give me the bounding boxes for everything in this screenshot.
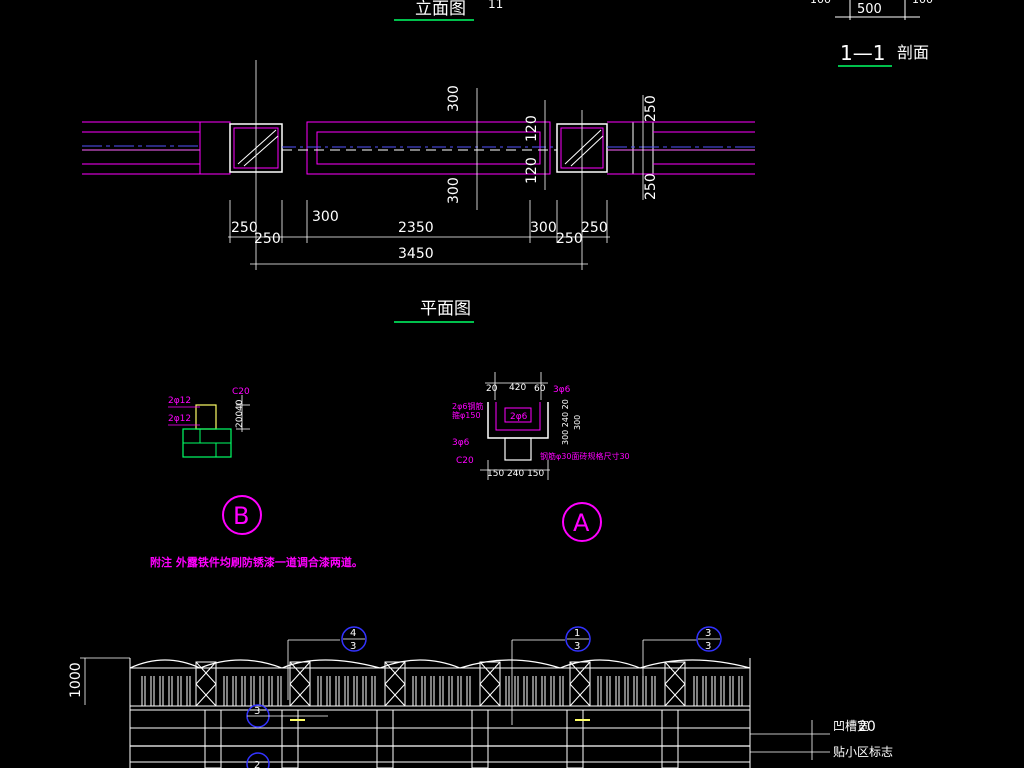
callout-3-top: 3 — [705, 628, 711, 639]
detail-b: 2φ12 2φ12 C20 200 40 B — [168, 387, 262, 535]
detail-b-h1: 200 — [235, 411, 245, 428]
elevation-mark: 11 — [488, 0, 503, 11]
dim-h-300-a: 300 — [312, 209, 339, 225]
fence-box — [471, 709, 489, 768]
detail-a-r2: 2φ6钢筋 — [452, 401, 483, 411]
section-dim-500: 500 — [857, 2, 882, 17]
callout-3-bottom: 3 — [705, 641, 711, 652]
callout-4-3 — [341, 626, 367, 652]
detail-b-rebar1: 2φ12 — [168, 396, 191, 406]
fence-box — [479, 661, 501, 707]
fence-box — [664, 661, 686, 707]
dim-h-250-d: 250 — [581, 220, 608, 236]
section-title-num: 1—1 — [840, 41, 885, 65]
plan-wall — [82, 60, 755, 270]
fence-right-labels: 凹槽宽 20 贴小区标志 — [750, 718, 893, 760]
fence-box — [289, 661, 311, 707]
callout-left-2-text: 2 — [254, 760, 260, 768]
fence-box — [384, 661, 406, 707]
label-groove-value: 20 — [858, 719, 876, 735]
detail-a-top-dim-3: 60 — [534, 384, 546, 394]
plan-title: 平面图 — [420, 299, 471, 319]
section-1-1-top: 500 100 100 1—1 剖面 — [810, 0, 933, 67]
detail-a-concrete: C20 — [456, 456, 474, 466]
fence-box — [661, 709, 679, 768]
detail-a-label: A — [573, 509, 590, 537]
fence-left-callouts: 3 2 — [246, 704, 328, 768]
detail-a-r5: 3φ6 — [452, 438, 470, 448]
detail-a: 20 420 60 2φ6 3φ6 2φ6钢筋 箍φ150 3φ6 C20 30… — [452, 372, 630, 542]
detail-a-top-dim-1: 20 — [486, 384, 498, 394]
detail-b-concrete: C20 — [232, 387, 250, 397]
detail-b-circle — [222, 495, 262, 535]
detail-a-top-dim-2: 420 — [509, 383, 526, 393]
fence-line — [479, 661, 501, 685]
detail-b-h2: 40 — [235, 399, 245, 411]
fence-box — [376, 709, 394, 768]
dim-h-250-b: 250 — [254, 231, 281, 247]
callout-2-bottom: 3 — [574, 641, 580, 652]
fence-line — [195, 683, 217, 707]
fence-line — [479, 683, 501, 707]
detail-a-r4: 2φ6 — [510, 412, 528, 422]
dim-v-120-top: 120 — [524, 115, 540, 142]
fence-balusters — [141, 661, 743, 768]
fence-box — [195, 661, 217, 707]
detail-a-r1: 3φ6 — [553, 385, 571, 395]
fence-box — [281, 709, 299, 768]
detail-a-r3: 箍φ150 — [452, 410, 481, 420]
section-title-word: 剖面 — [897, 43, 929, 62]
dim-h-total: 3450 — [398, 246, 434, 262]
fence-height-dim: 1000 — [68, 662, 84, 698]
detail-a-note: 钢筋φ30面砖规格尺寸30 — [540, 451, 630, 461]
fence-line — [664, 661, 686, 685]
callout-3-3 — [696, 626, 722, 652]
detail-a-circle — [562, 502, 602, 542]
dim-v-300-bottom: 300 — [446, 177, 462, 204]
callout-1-bottom: 3 — [350, 641, 356, 652]
callout-2-top: 1 — [574, 628, 580, 639]
dim-v-120-bottom: 120 — [524, 157, 540, 184]
section-dim-right: 100 — [912, 0, 933, 6]
fence-elevation: 1000 4 3 1 3 3 3 — [68, 626, 751, 768]
fence-line — [289, 661, 311, 685]
detail-a-bottom-dims: 150 240 150 — [487, 469, 545, 479]
plan-vertical-dims: 300 120 250 300 120 250 — [446, 85, 659, 210]
callout-left-3-text: 3 — [254, 706, 260, 717]
fence-line — [384, 683, 406, 707]
callout-1-3 — [565, 626, 591, 652]
fence-line — [664, 683, 686, 707]
elevation-title: 立面图 — [415, 0, 466, 19]
fence-box — [566, 709, 584, 768]
fence-line — [569, 683, 591, 707]
fence-line — [195, 661, 217, 685]
fence-line — [289, 683, 311, 707]
fence-line — [569, 661, 591, 685]
note-text: 附注 外露铁件均刷防锈漆一道调合漆两道。 — [150, 555, 363, 569]
detail-a-side-dim2: 300 — [573, 415, 582, 430]
dim-v-250-top: 250 — [643, 95, 659, 122]
label-sign: 贴小区标志 — [833, 745, 893, 759]
dim-v-300-top: 300 — [446, 85, 462, 112]
dim-h-250-a: 250 — [231, 220, 258, 236]
fence-line — [384, 661, 406, 685]
dim-h-2350: 2350 — [398, 220, 434, 236]
detail-b-label: B — [233, 502, 249, 530]
detail-a-side-dims: 300 240 20 — [561, 399, 570, 445]
label-groove: 凹槽宽 — [833, 718, 869, 733]
fence-box — [569, 661, 591, 707]
dim-v-250-bottom: 250 — [643, 173, 659, 200]
fence-box — [204, 709, 222, 768]
callout-left-2 — [246, 752, 270, 768]
callout-1-top: 4 — [350, 628, 356, 639]
section-dim-left: 100 — [810, 0, 831, 6]
plan-horizontal-dims: 250 250 300 2350 300 250 250 3450 — [228, 200, 610, 265]
detail-b-rebar2: 2φ12 — [168, 414, 191, 424]
dim-h-300-b: 300 — [530, 220, 557, 236]
dim-h-250-c: 250 — [556, 231, 583, 247]
